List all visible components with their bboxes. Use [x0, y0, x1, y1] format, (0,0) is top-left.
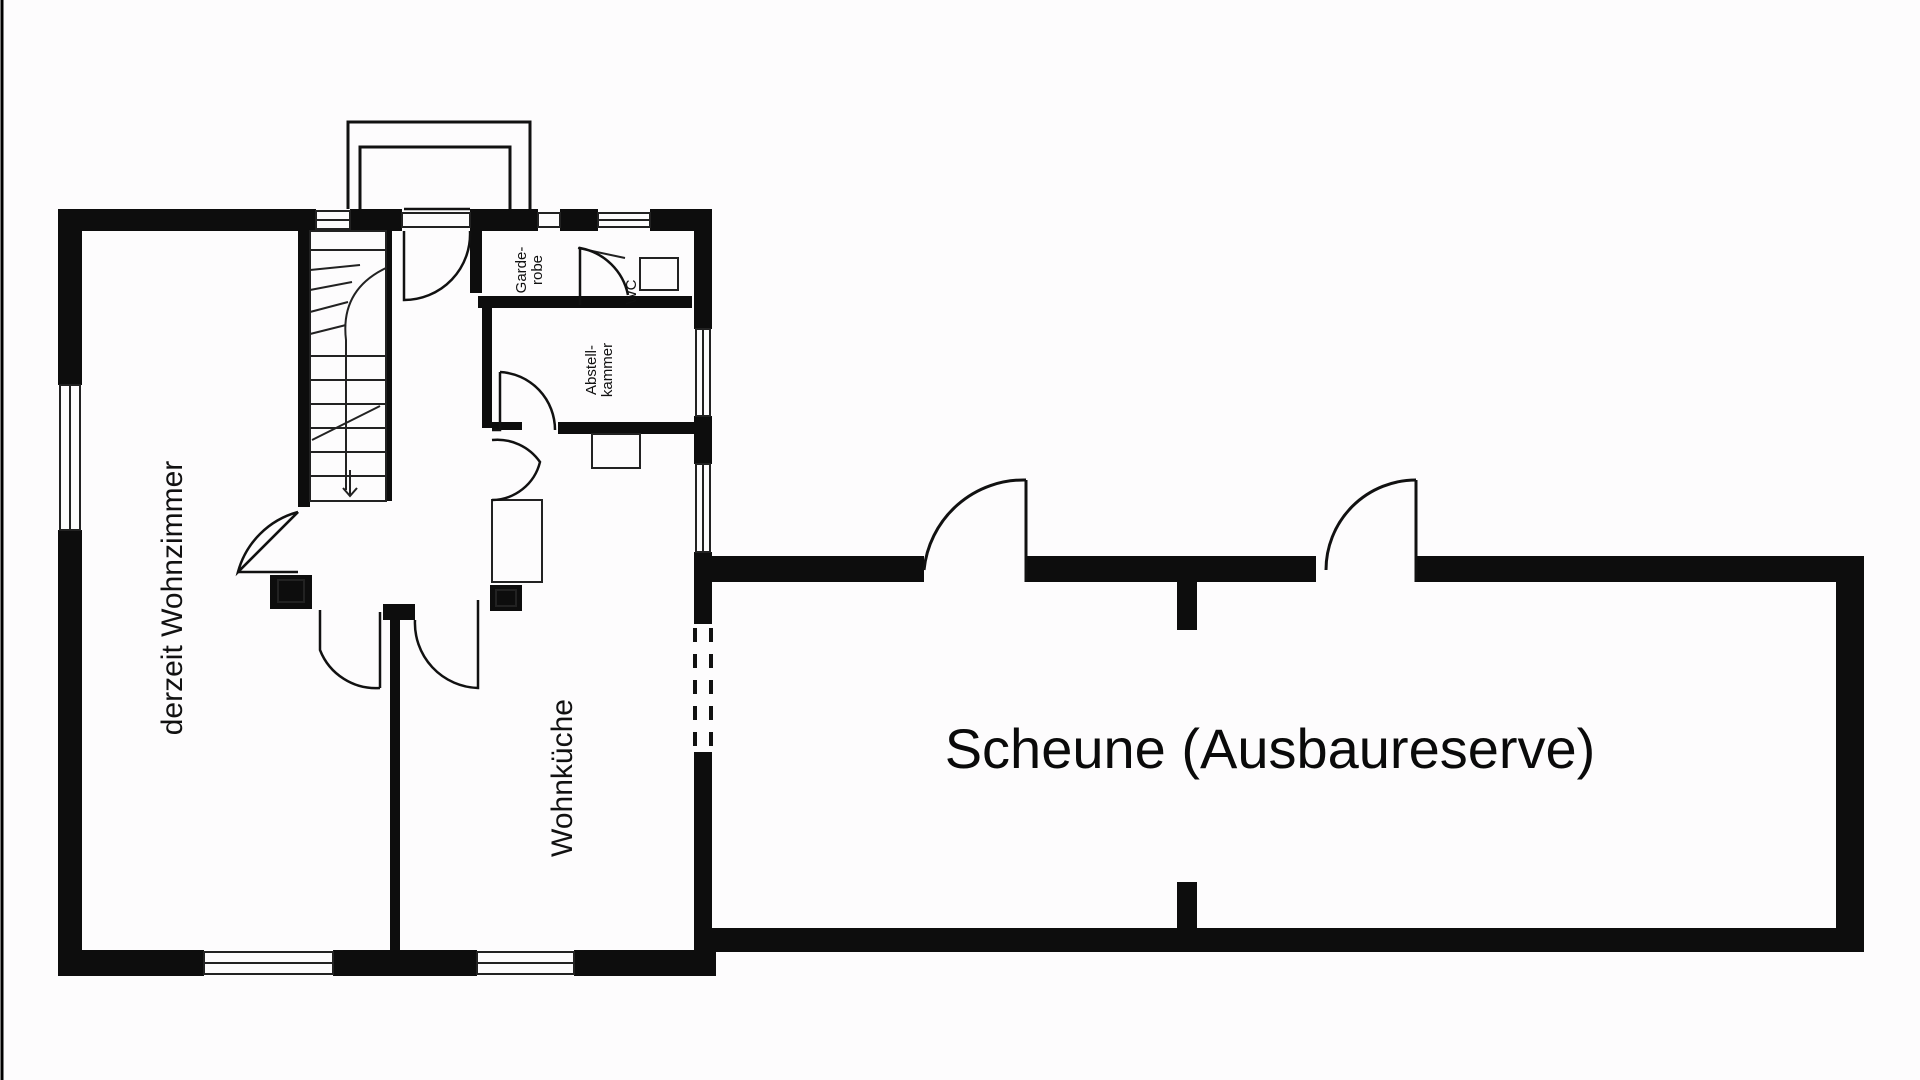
room-label-wardrobe-line1: Garde- [513, 247, 530, 294]
room-label-barn: Scheune (Ausbaureserve) [945, 717, 1596, 780]
fixtures [277, 247, 679, 607]
entrance-door [402, 230, 472, 302]
house-outer-walls [58, 209, 716, 976]
doors [235, 207, 630, 690]
house-windows [59, 210, 711, 975]
room-label-storage-line2: kammer [599, 343, 616, 397]
entrance-porch [346, 120, 532, 209]
kitchen-barn-opening [693, 628, 713, 750]
room-label-storage-line1: Abstell- [583, 345, 600, 395]
staircase [309, 230, 387, 502]
room-label-wc: WC [623, 279, 640, 304]
barn-doors [922, 478, 1418, 582]
room-label-kitchen: Wohnküche [546, 699, 579, 857]
barn-walls [712, 556, 1864, 952]
house-interior-walls [270, 231, 694, 950]
room-label-living-room: derzeit Wohnzimmer [156, 461, 189, 736]
toilet-icon [639, 257, 679, 291]
room-label-wardrobe-line2: robe [529, 255, 546, 285]
